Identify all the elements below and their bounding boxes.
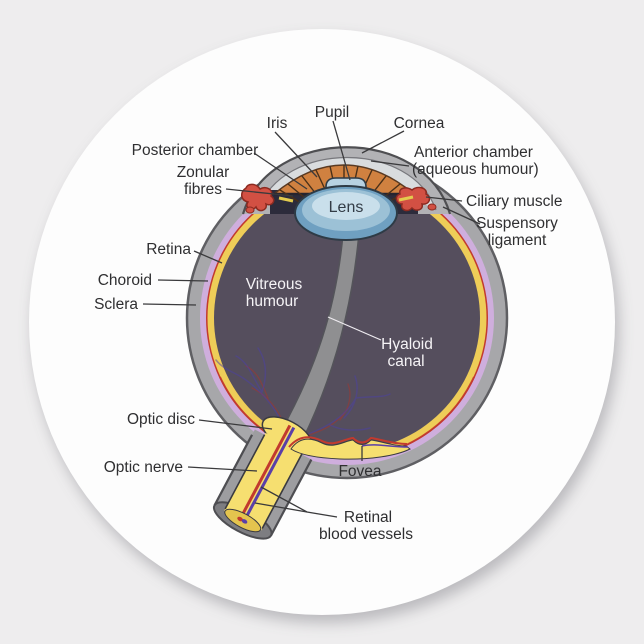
- leader-hyaloid-canal: [327, 316, 382, 341]
- cap-vein-dot: [241, 519, 248, 524]
- suspensory-ligament-label-line2: ligament: [488, 232, 547, 249]
- cap-artery-dot: [237, 516, 243, 522]
- suspensory-ligament-label-line1: Suspensory: [476, 215, 558, 232]
- retina-thickening: [290, 438, 411, 460]
- vitreous-vessel-blue: [215, 347, 391, 438]
- ciliary-muscle-right-lobe: [427, 203, 437, 211]
- label-hyaloid-canal: Hyaloid canal: [327, 316, 433, 370]
- label-ciliary-muscle: Ciliary muscle: [425, 193, 562, 210]
- cornea-label: Cornea: [394, 115, 445, 132]
- retinal-blood-vessels-label-line1: Retinal: [344, 509, 392, 526]
- optic-nerve-tube: [212, 424, 313, 540]
- leader-anterior-chamber: [370, 160, 410, 167]
- zonular-fibres-left: [278, 196, 294, 203]
- cornea-outline: [241, 146, 452, 215]
- label-suspensory-ligament: Suspensory ligament: [442, 206, 558, 249]
- posterior-chamber-label: Posterior chamber: [132, 142, 259, 159]
- leader-cornea: [361, 130, 405, 154]
- leader-choroid: [157, 279, 209, 282]
- label-optic-disc: Optic disc: [127, 411, 273, 430]
- label-choroid: Choroid: [98, 272, 209, 289]
- zonular-fibres-label-line2: fibres: [184, 181, 222, 198]
- vitreous-vessel-red: [245, 365, 351, 439]
- label-anterior-chamber: Anterior chamber (aqueous humour): [370, 144, 539, 178]
- label-iris: Iris: [267, 115, 318, 178]
- zonular-fibres-label-line1: Zonular: [177, 164, 230, 181]
- label-posterior-chamber: Posterior chamber: [132, 142, 308, 190]
- central-retinal-artery: [240, 424, 292, 517]
- label-sclera: Sclera: [94, 296, 197, 313]
- leader-optic-disc: [198, 419, 273, 430]
- vitreous-body: [214, 185, 480, 451]
- label-retina: Retina: [146, 241, 223, 264]
- lens-body: Lens: [294, 185, 398, 241]
- choroid-label: Choroid: [98, 272, 152, 289]
- eyeball: [185, 156, 509, 480]
- lens-core-highlight: [312, 192, 380, 220]
- label-fovea: Fovea: [338, 446, 382, 480]
- leader-sclera: [142, 303, 197, 306]
- label-pupil: Pupil: [315, 104, 351, 181]
- retina-label: Retina: [146, 241, 191, 258]
- leader-pupil: [332, 120, 351, 181]
- optic-nerve-fibre-outline: [224, 434, 304, 529]
- retinal-artery-branch: [288, 436, 408, 448]
- fundus-strip: [288, 436, 411, 460]
- sclera-label: Sclera: [94, 296, 138, 313]
- vitreous-humour-label-line2: humour: [246, 293, 299, 310]
- label-vitreous-humour: Vitreous humour: [246, 276, 303, 310]
- anterior-chamber-label-line1: Anterior chamber: [414, 144, 533, 161]
- iris-label: Iris: [267, 115, 288, 132]
- hyaloid-canal-label-line1: Hyaloid: [381, 336, 433, 353]
- leader-optic-nerve: [187, 466, 258, 472]
- leader-retinal-blood-vessels-2: [254, 502, 308, 513]
- label-optic-nerve: Optic nerve: [104, 459, 258, 476]
- central-retinal-vein: [244, 426, 296, 519]
- optic-nerve-fibres: [224, 432, 303, 531]
- vitreous-humour-label-line1: Vitreous: [246, 276, 303, 293]
- retinal-blood-vessels-label-line2: blood vessels: [319, 526, 413, 543]
- leader-suspensory-ligament: [442, 206, 481, 225]
- ciliary-muscle-right: [395, 186, 431, 212]
- leader-posterior-chamber: [253, 152, 308, 190]
- vitreous-blood-vessels: [215, 347, 391, 439]
- hyaloid-canal-label-line2: canal: [387, 353, 424, 370]
- lens-label: Lens: [329, 199, 364, 216]
- label-retinal-blood-vessels: Retinal blood vessels: [254, 486, 413, 543]
- fovea-label: Fovea: [338, 463, 381, 480]
- ciliary-muscle-label: Ciliary muscle: [466, 193, 562, 210]
- zonular-fibres-right: [398, 195, 414, 202]
- labels: Pupil Iris Cornea Posterior chamber Zonu…: [94, 104, 562, 543]
- pupil-label: Pupil: [315, 104, 349, 121]
- optic-disc-label: Optic disc: [127, 411, 195, 428]
- label-cornea: Cornea: [361, 115, 445, 154]
- leader-zonular-fibres: [225, 188, 294, 197]
- anterior-chamber-label-line2: (aqueous humour): [412, 161, 539, 178]
- optic-nerve-label: Optic nerve: [104, 459, 183, 476]
- leader-iris: [274, 131, 318, 178]
- ciliary-muscle-left-lobe: [245, 206, 255, 214]
- leader-retina: [193, 250, 223, 264]
- leader-ciliary-muscle: [425, 196, 463, 202]
- label-zonular-fibres: Zonular fibres: [177, 164, 294, 198]
- retinal-vein-branch: [361, 444, 409, 448]
- cornea-inner-edge: [257, 157, 437, 211]
